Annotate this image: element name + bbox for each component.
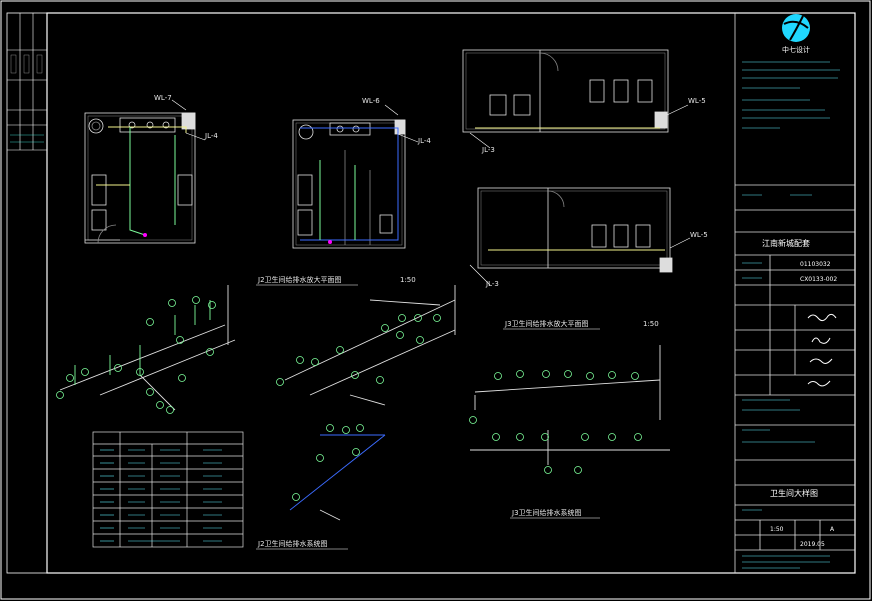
scale-value: 1:50	[770, 526, 784, 533]
system-diagram-1-nodes	[56, 296, 216, 414]
plan-j2-scale: 1:50	[400, 276, 416, 284]
plan-j3-scale: 1:50	[643, 320, 659, 328]
signatures	[807, 313, 837, 387]
plan-right-top-wl: WL-5	[688, 97, 706, 105]
pipe-table	[92, 431, 244, 548]
drawing-no-2: CX0133-002	[800, 276, 837, 283]
plan-left-jl-label: JL-4	[204, 132, 218, 140]
plan-left	[84, 112, 196, 244]
plan-right-bottom-jl: JL-3	[485, 280, 499, 288]
system-diagram-2-lower	[289, 434, 386, 521]
sheet-name: 卫生间大样图	[770, 488, 818, 498]
plan-mid	[292, 119, 406, 249]
plan-right-top-jl: JL-3	[481, 146, 495, 154]
plan-right-bottom-pipes	[469, 237, 691, 286]
plan-j3-title: J3卫生间给排水放大平面图	[504, 319, 589, 328]
title-block-notes	[742, 61, 840, 569]
system-diagram-3	[470, 345, 670, 465]
title-block	[734, 13, 855, 573]
system-diagram-3-nodes	[469, 370, 642, 474]
date-value: 2019.05	[800, 541, 825, 548]
plan-mid-pipes	[300, 104, 419, 244]
plan-left-pipes	[96, 99, 206, 237]
pipe-table-cells	[100, 449, 222, 542]
binding-strip	[6, 12, 48, 574]
plan-right-bottom	[477, 187, 673, 273]
plan-right-bottom-wl: WL-5	[690, 231, 708, 239]
drawing-no-1: 01103032	[800, 261, 831, 268]
system-diagram-2-lower-nodes	[292, 424, 364, 501]
system-j2-title: J2卫生间给排水系统图	[257, 539, 328, 548]
plan-right-top-pipes	[469, 104, 689, 149]
system-j3-title: J3卫生间给排水系统图	[511, 508, 582, 517]
system-diagram-2	[284, 285, 456, 406]
plan-left-wl-label: WL-7	[154, 94, 172, 102]
plan-mid-wl-label: WL-6	[362, 97, 380, 105]
system-diagram-2-nodes	[276, 314, 441, 386]
drawing-title: 江南新城配套	[762, 238, 810, 248]
plan-j2-title: J2卫生间给排水放大平面图	[257, 275, 342, 284]
company-logo-text: 中七设计	[782, 45, 810, 54]
plan-right-top	[462, 49, 669, 133]
plan-mid-jl-label: JL-4	[417, 137, 431, 145]
rev-value: A	[830, 526, 835, 533]
company-logo: 中七设计	[782, 14, 810, 54]
